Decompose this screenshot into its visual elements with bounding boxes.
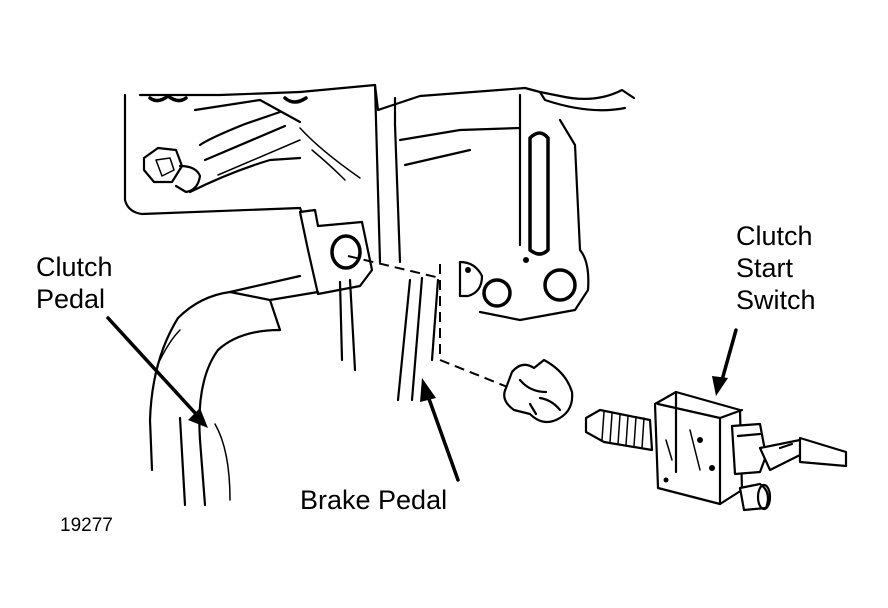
clutch-pedal-arm	[148, 208, 374, 507]
support-plate	[298, 83, 636, 322]
linkage-dashed-line	[347, 255, 511, 389]
clutch-pedal-label: Clutch Pedal	[36, 251, 113, 315]
brake-pedal-arm	[396, 276, 440, 402]
clutch-start-switch-label-line3: Switch	[736, 285, 816, 315]
brake-pedal-label: Brake Pedal	[300, 485, 448, 515]
clutch-start-switch-label-line1: Clutch	[736, 221, 813, 251]
clutch-start-switch	[584, 390, 848, 512]
clutch-pedal-label-line1: Clutch	[36, 252, 113, 282]
retainer-clip	[503, 358, 574, 424]
clutch-pedal-label-line2: Pedal	[36, 284, 106, 314]
figure-number: 19277	[60, 515, 113, 536]
leader-arrows	[106, 316, 738, 482]
hex-bolt	[142, 146, 202, 194]
clutch-start-switch-label: Clutch Start Switch	[736, 220, 816, 316]
clutch-start-switch-label-line2: Start	[736, 253, 794, 283]
mounting-bracket	[123, 90, 308, 216]
